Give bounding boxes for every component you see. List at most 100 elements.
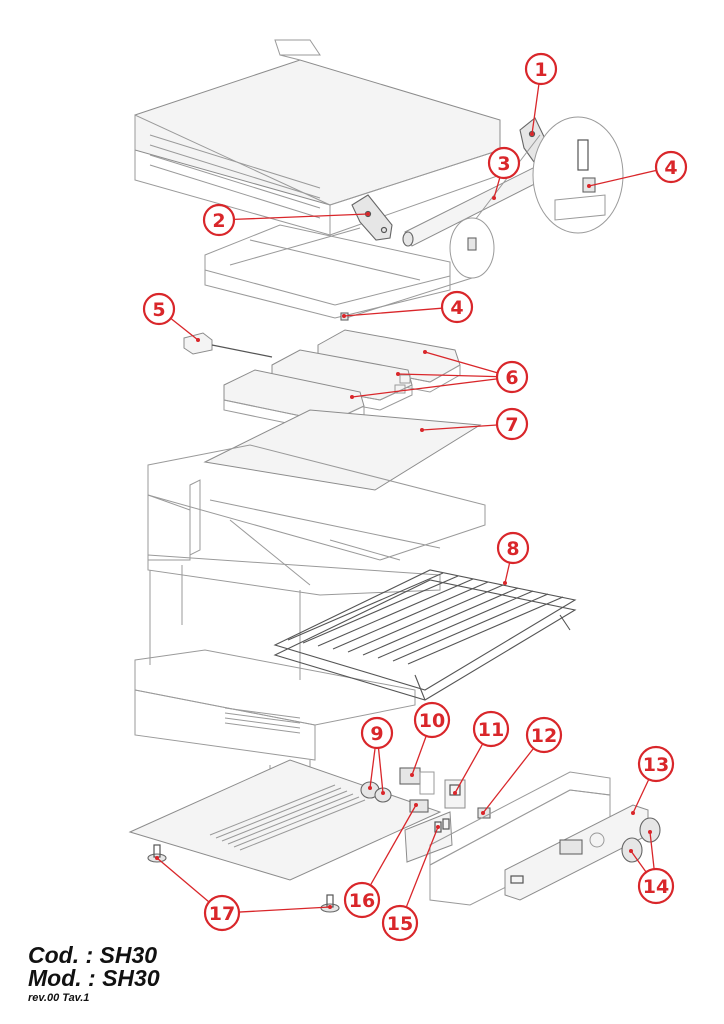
callout-8-circle <box>496 531 530 565</box>
electrical-components <box>360 767 491 863</box>
title-block: Cod. : SH30 Mod. : SH30 rev.00 Tav.1 <box>28 942 160 1005</box>
leader-dot-4a-0 <box>587 184 591 188</box>
callout-17-number: 17 <box>209 903 235 925</box>
callout-4b-circle <box>440 290 474 324</box>
hinge-bracket-left <box>351 194 393 241</box>
leader-dot-14-0 <box>629 849 633 853</box>
callout-7: 7 <box>495 407 529 441</box>
callout-14: 14 <box>637 867 675 905</box>
leader-line-9-0 <box>369 747 376 789</box>
oven-body-frame <box>134 444 486 790</box>
leader-line-4b-0 <box>343 307 443 317</box>
leader-dot-1-0 <box>530 132 534 136</box>
detail-view-circle-lower <box>345 217 495 319</box>
leader-dot-7-0 <box>420 428 424 432</box>
callout-4b-number: 4 <box>450 297 463 319</box>
leader-line-1-0 <box>531 83 540 135</box>
leader-dot-14-1 <box>648 830 652 834</box>
terminal-board <box>404 811 453 863</box>
callout-12: 12 <box>525 716 563 754</box>
grill-rack <box>273 569 577 701</box>
leader-dot-16-0 <box>414 803 418 807</box>
callout-3-circle <box>487 146 521 180</box>
callout-6: 6 <box>495 360 529 394</box>
base-plate <box>128 759 442 881</box>
callout-7-number: 7 <box>505 414 518 436</box>
leader-line-8-0 <box>504 562 511 584</box>
callout-17-circle <box>203 894 241 932</box>
leader-line-13-0 <box>632 779 650 814</box>
brand-plate <box>510 875 524 884</box>
leader-dot-3-0 <box>492 196 496 200</box>
leader-line-12-0 <box>482 747 535 814</box>
adjustable-feet <box>147 844 340 913</box>
leader-dot-6-1 <box>396 372 400 376</box>
leader-dot-9-0 <box>368 786 372 790</box>
callout-4b: 4 <box>440 290 474 324</box>
model-label: Mod. : SH30 <box>28 965 160 991</box>
leader-dot-8-0 <box>503 581 507 585</box>
callout-16-circle <box>343 881 381 919</box>
leader-dot-10-0 <box>410 773 414 777</box>
leader-dot-6-0 <box>423 350 427 354</box>
callout-12-number: 12 <box>531 725 557 747</box>
temperature-probe <box>183 332 273 358</box>
callout-6-number: 6 <box>505 367 518 389</box>
callout-4a-number: 4 <box>664 157 677 179</box>
callout-1: 1 <box>524 52 558 86</box>
leader-line-4a-0 <box>588 169 657 187</box>
leader-line-2-0 <box>233 213 369 221</box>
leader-dot-13-0 <box>631 811 635 815</box>
callout-7-circle <box>495 407 529 441</box>
leader-dot-12-0 <box>481 811 485 815</box>
callout-9-number: 9 <box>370 723 383 745</box>
callout-5: 5 <box>142 292 176 326</box>
callout-2: 2 <box>202 203 236 237</box>
callout-5-circle <box>142 292 176 326</box>
leader-line-14-1 <box>649 831 655 870</box>
leader-dot-9-1 <box>381 791 385 795</box>
callout-16: 16 <box>343 881 381 919</box>
callout-4a-circle <box>654 150 688 184</box>
callout-8-number: 8 <box>506 538 519 560</box>
display-window <box>559 839 583 855</box>
callout-12-circle <box>525 716 563 754</box>
callout-10: 10 <box>413 701 451 739</box>
callout-9-circle <box>360 716 394 750</box>
callout-6-circle <box>495 360 529 394</box>
heating-plates <box>223 329 461 433</box>
leader-dot-17-0 <box>155 856 159 860</box>
callout-15-number: 15 <box>387 913 413 935</box>
code-label: Cod. : SH30 <box>28 942 158 968</box>
callout-1-number: 1 <box>534 59 547 81</box>
callout-10-number: 10 <box>419 710 445 732</box>
callout-4a: 4 <box>654 150 688 184</box>
leader-dot-2-0 <box>366 212 370 216</box>
leader-line-14-0 <box>630 850 647 873</box>
callout-14-circle <box>637 867 675 905</box>
callout-17: 17 <box>203 894 241 932</box>
callout-1-circle <box>524 52 558 86</box>
callout-3-number: 3 <box>497 153 510 175</box>
leader-line-5-0 <box>170 317 199 341</box>
callout-13-number: 13 <box>643 754 669 776</box>
leader-line-11-0 <box>454 743 484 794</box>
leader-dot-6-2 <box>350 395 354 399</box>
leader-line-6-2 <box>351 378 498 398</box>
callout-14-number: 14 <box>643 876 669 898</box>
leader-line-17-0 <box>156 857 210 903</box>
leader-line-10-0 <box>411 735 427 776</box>
insulation-sheet <box>203 409 482 491</box>
top-cover-assembly <box>134 39 501 319</box>
leader-dot-17-1 <box>328 905 332 909</box>
callout-2-circle <box>202 203 236 237</box>
callout-2-number: 2 <box>212 210 225 232</box>
leader-line-6-0 <box>424 351 498 374</box>
callout-8: 8 <box>496 531 530 565</box>
leader-line-9-1 <box>377 747 384 794</box>
callout-5-number: 5 <box>152 299 165 321</box>
leader-line-17-1 <box>238 906 331 913</box>
leader-dot-15-0 <box>436 825 440 829</box>
callout-3: 3 <box>487 146 521 180</box>
